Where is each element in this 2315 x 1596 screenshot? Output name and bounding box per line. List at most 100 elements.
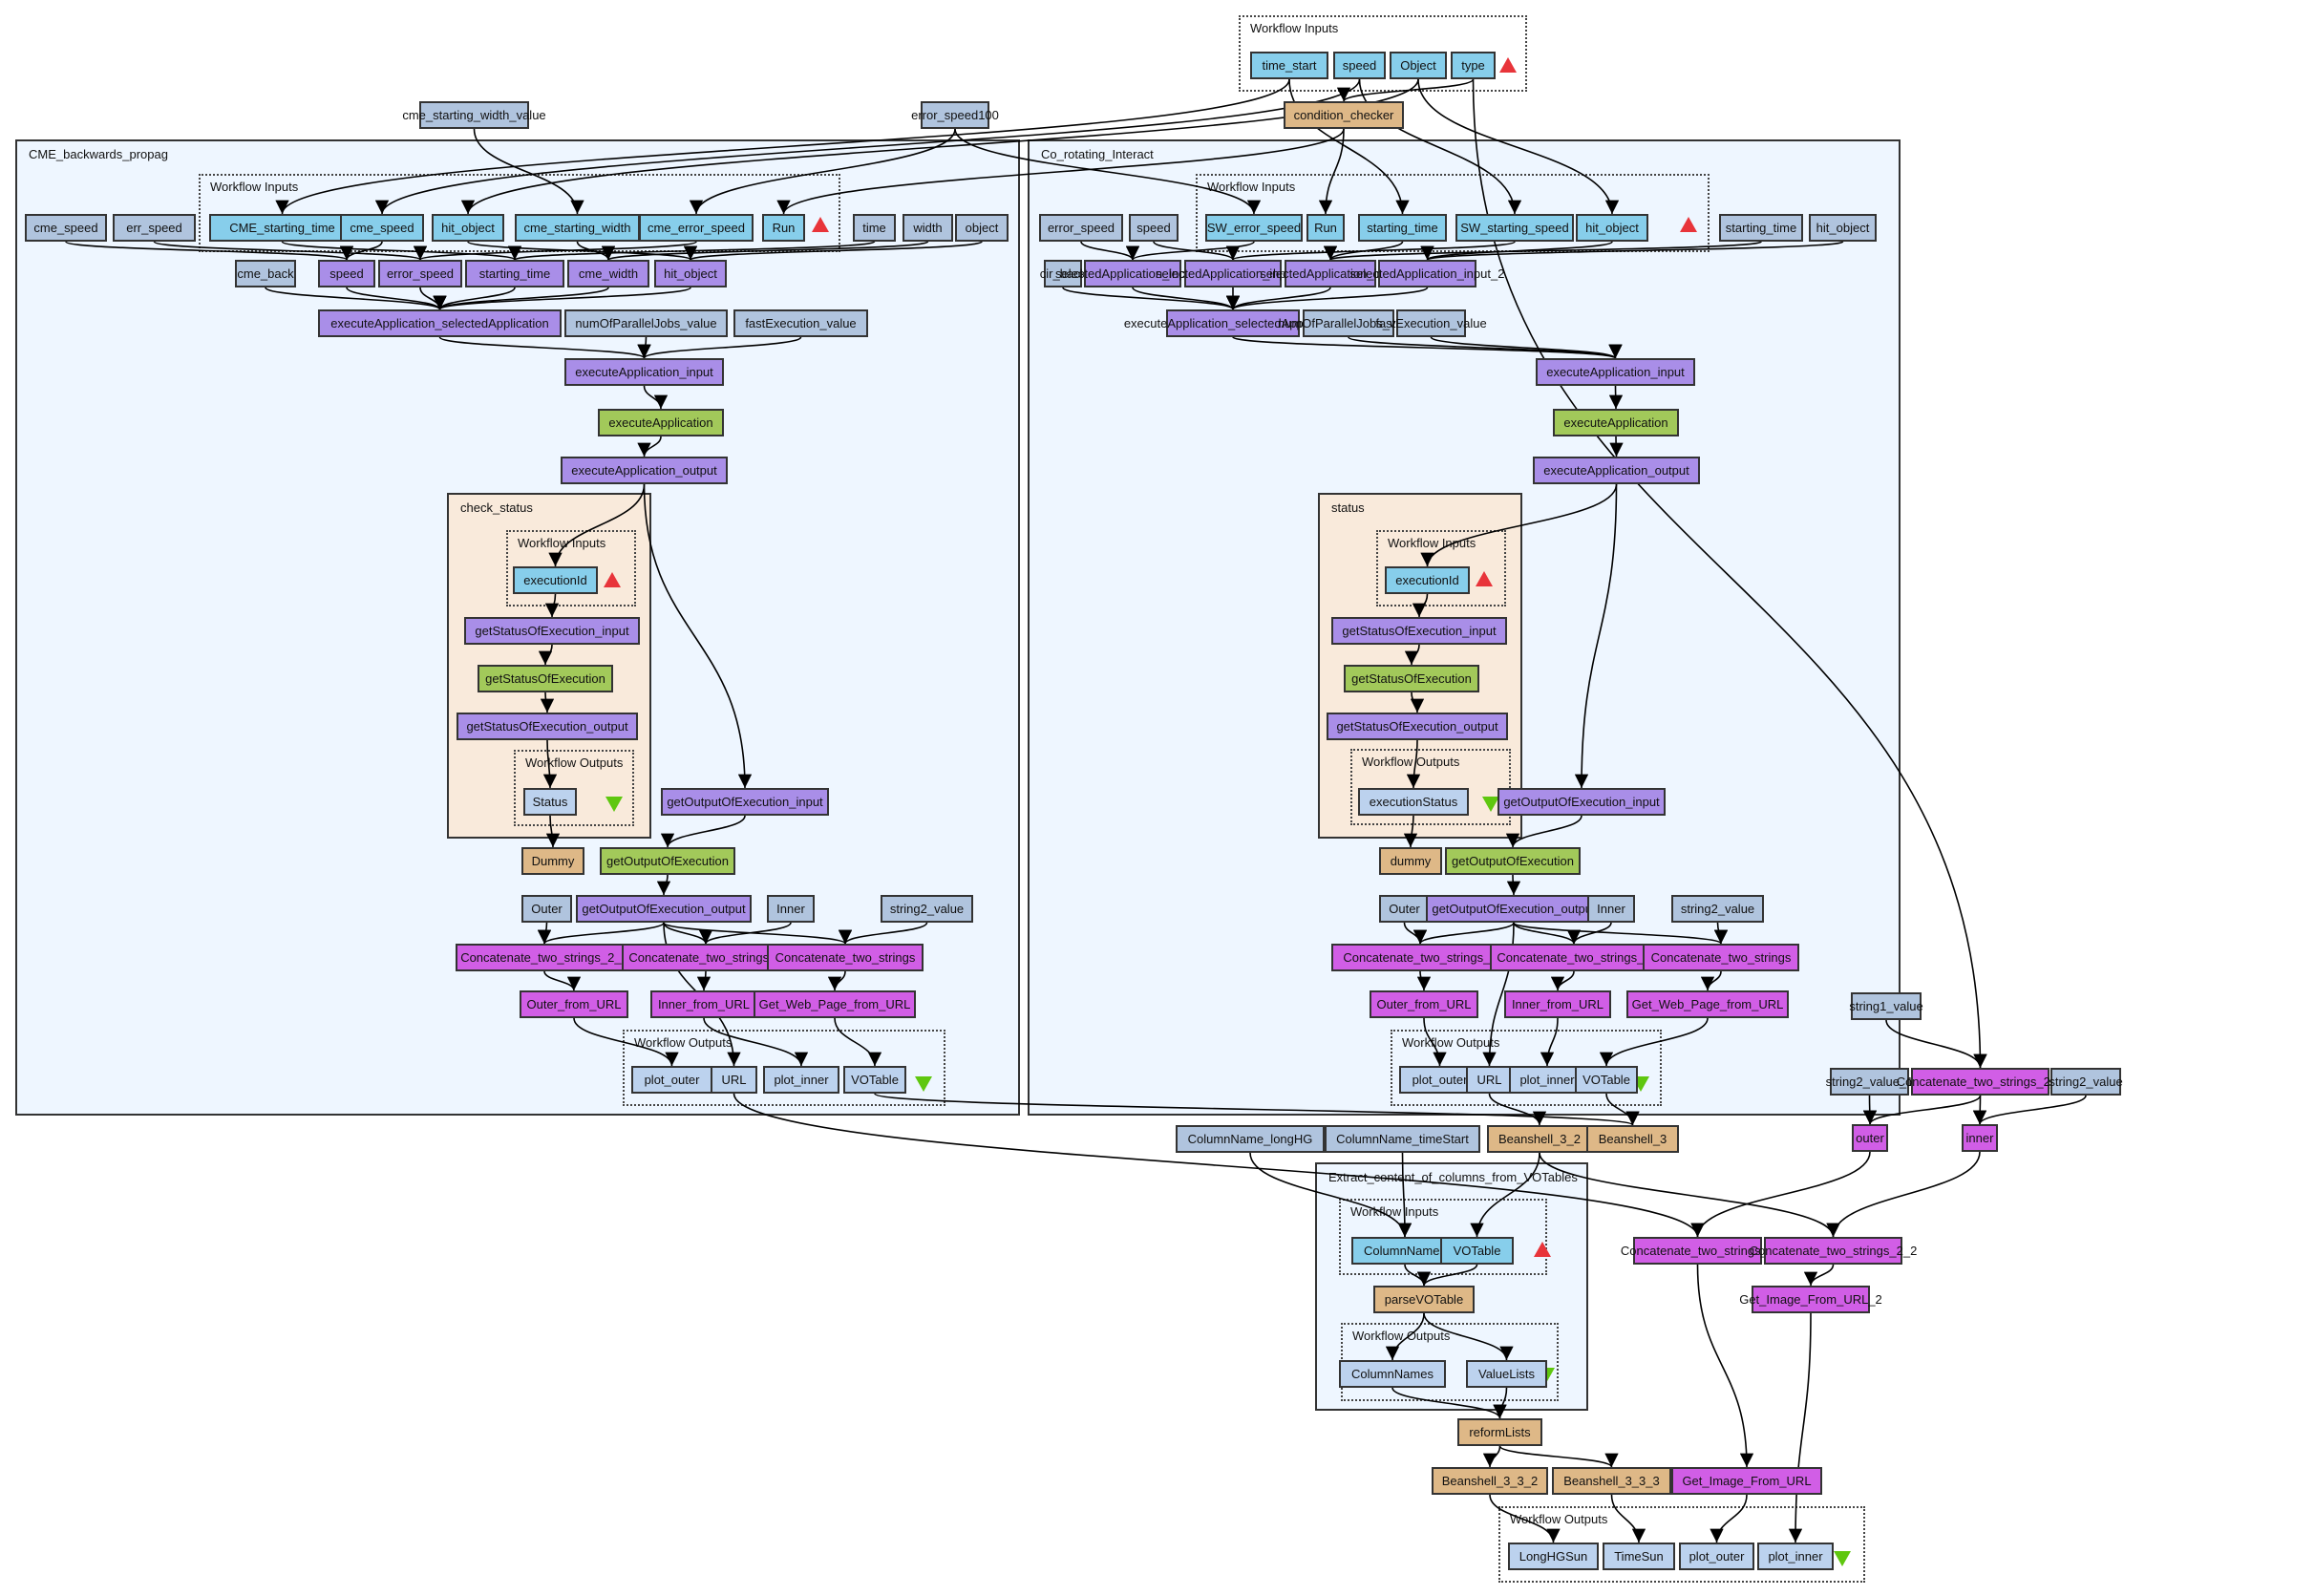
node-st-status-output[interactable]: getStatusOfExecution_output	[1327, 713, 1508, 740]
node-cs-status-input[interactable]: getStatusOfExecution_input	[464, 617, 640, 645]
node-cme-out-plot-outer[interactable]: plot_outer	[631, 1066, 712, 1094]
node-string2-value-1[interactable]: string2_value_1	[1826, 1068, 1913, 1096]
node-cme-exec-output[interactable]: executeApplication_output	[561, 457, 728, 484]
node-cme-time-c[interactable]: time	[853, 214, 896, 242]
node-cme-in-cme-speed[interactable]: cme_speed	[340, 214, 424, 242]
node-cor-exec-output[interactable]: executeApplication_output	[1533, 457, 1700, 484]
node-cme-out-url[interactable]: URL	[711, 1066, 757, 1094]
node-object[interactable]: Object	[1390, 52, 1447, 79]
node-cor-in-sw-error-speed[interactable]: SW_error_speed	[1205, 214, 1303, 242]
node-st-status-input[interactable]: getStatusOfExecution_input	[1331, 617, 1507, 645]
node-cor-inner[interactable]: Inner	[1587, 895, 1635, 923]
node-cor-concat[interactable]: Concatenate_two_strings	[1643, 944, 1799, 971]
node-cme-speed-x[interactable]: speed	[318, 260, 375, 287]
node-cme-webpage[interactable]: Get_Web_Page_from_URL	[754, 990, 916, 1018]
node-cor-sel-2[interactable]: selectedApplication_input_2	[1350, 260, 1504, 287]
node-beanshell-3-3-2[interactable]: Beanshell_3_3_2	[1432, 1467, 1548, 1495]
node-inner[interactable]: inner	[1962, 1124, 1998, 1152]
node-cor-exec-sel[interactable]: executeApplication_selectedApplication	[1124, 309, 1342, 337]
node-speed[interactable]: speed	[1333, 52, 1386, 79]
node-cor-numjobs[interactable]: numOfParallelJobs_value	[1278, 309, 1419, 337]
node-beanshell-3-2[interactable]: Beanshell_3_2	[1487, 1125, 1592, 1153]
node-cme-width-c[interactable]: width	[903, 214, 953, 242]
node-cme-concat-2-2[interactable]: Concatenate_two_strings_2_2	[456, 944, 633, 971]
node-cor-hit-object-c[interactable]: hit_object	[1809, 214, 1877, 242]
node-cor-getout-input[interactable]: getOutputOfExecution_input	[1497, 788, 1666, 816]
node-cor-outer[interactable]: Outer	[1379, 895, 1430, 923]
node-cme-concat[interactable]: Concatenate_two_strings	[767, 944, 924, 971]
node-get-image-from-url[interactable]: Get_Image_From_URL	[1671, 1467, 1822, 1495]
node-cme-numjobs[interactable]: numOfParallelJobs_value	[564, 309, 728, 337]
node-cme-hit-object-x[interactable]: hit_object	[654, 260, 727, 287]
node-cor-webpage[interactable]: Get_Web_Page_from_URL	[1626, 990, 1789, 1018]
node-cor-cir-back[interactable]: cir_back	[1040, 260, 1086, 287]
node-cor-fastexec[interactable]: fastExecution_value	[1375, 309, 1487, 337]
node-concatenate-two-strings-2-2-b[interactable]: Concatenate_two_strings_2_2	[1750, 1237, 1917, 1265]
node-concatenate-two-strings-2-b[interactable]: Concatenate_two_strings_2	[1621, 1237, 1774, 1265]
node-cor-sel[interactable]: selectedApplication_input	[1260, 260, 1401, 287]
node-cor-exec-input[interactable]: executeApplication_input	[1536, 358, 1695, 386]
node-cme-error-speed-x[interactable]: error_speed	[378, 260, 462, 287]
node-cme-exec-input[interactable]: executeApplication_input	[564, 358, 724, 386]
node-cor-string2-value[interactable]: string2_value	[1671, 895, 1764, 923]
node-cs-status[interactable]: Status	[523, 788, 577, 816]
node-cor-sel-3[interactable]: selectedApplication_input_3	[1156, 260, 1310, 287]
node-beanshell-3-3-3[interactable]: Beanshell_3_3_3	[1552, 1467, 1671, 1495]
node-cme-out-votable[interactable]: VOTable	[843, 1066, 906, 1094]
node-cme-in-cme-error-speed[interactable]: cme_error_speed	[639, 214, 754, 242]
node-cor-in-sw-starting-speed[interactable]: SW_starting_speed	[1455, 214, 1574, 242]
node-cme-in-cme-starting-time[interactable]: CME_starting_time	[209, 214, 355, 242]
node-cme-fastexec[interactable]: fastExecution_value	[733, 309, 868, 337]
node-cme-starting-width-value[interactable]: cme_starting_width_value	[402, 101, 546, 129]
node-st-executionstatus[interactable]: executionStatus	[1358, 788, 1469, 816]
node-cor-outer-url[interactable]: Outer_from_URL	[1370, 990, 1478, 1018]
node-cor-in-hit-object[interactable]: hit_object	[1576, 214, 1648, 242]
node-ex-out-valuelists[interactable]: ValueLists	[1466, 1360, 1547, 1388]
node-beanshell-3[interactable]: Beanshell_3	[1586, 1125, 1679, 1153]
node-cor-inner-url[interactable]: Inner_from_URL	[1504, 990, 1611, 1018]
node-cme-getout[interactable]: getOutputOfExecution	[600, 847, 735, 875]
node-st-executionid[interactable]: executionId	[1385, 566, 1470, 594]
node-cs-executionid[interactable]: executionId	[513, 566, 598, 594]
node-cme-in-run[interactable]: Run	[762, 214, 805, 242]
node-condition-checker[interactable]: condition_checker	[1284, 101, 1404, 129]
node-cme-object-c[interactable]: object	[955, 214, 1009, 242]
node-cme-getout-input[interactable]: getOutputOfExecution_input	[661, 788, 829, 816]
node-cme-cme-speed-c[interactable]: cme_speed	[25, 214, 107, 242]
node-cme-concat-2[interactable]: Concatenate_two_strings_2	[622, 944, 790, 971]
node-error-speed100[interactable]: error_speed100	[911, 101, 999, 129]
node-cor-error-speed-c[interactable]: error_speed	[1039, 214, 1123, 242]
node-concatenate-two-strings-2-3[interactable]: Concatenate_two_strings_2_3	[1897, 1068, 2064, 1096]
node-out-timesun[interactable]: TimeSun	[1603, 1543, 1675, 1570]
node-cme-outer[interactable]: Outer	[521, 895, 572, 923]
node-cor-dummy[interactable]: dummy	[1379, 847, 1442, 875]
node-cor-out-url[interactable]: URL	[1466, 1066, 1513, 1094]
node-cor-starting-time-c[interactable]: starting_time	[1719, 214, 1803, 242]
node-reformlists[interactable]: reformLists	[1457, 1418, 1542, 1446]
node-cme-starting-time-x[interactable]: starting_time	[465, 260, 564, 287]
node-ex-in-votable[interactable]: VOTable	[1440, 1237, 1514, 1265]
node-string2-value-top[interactable]: string2_value	[2049, 1068, 2123, 1096]
node-st-status[interactable]: getStatusOfExecution	[1344, 665, 1479, 692]
node-cme-width-x[interactable]: cme_width	[567, 260, 649, 287]
node-cme-err-speed-c[interactable]: err_speed	[113, 214, 196, 242]
node-out-longhgsun[interactable]: LongHGSun	[1508, 1543, 1599, 1570]
node-cs-status[interactable]: getStatusOfExecution	[478, 665, 613, 692]
node-cor-in-starting-time[interactable]: starting_time	[1358, 214, 1447, 242]
node-cs-status-output[interactable]: getStatusOfExecution_output	[457, 713, 638, 740]
node-cme-getout-output[interactable]: getOutputOfExecution_output	[576, 895, 752, 923]
node-out-plot-outer[interactable]: plot_outer	[1679, 1543, 1754, 1570]
node-cme-back[interactable]: cme_back	[235, 260, 296, 287]
node-columnname-timestart[interactable]: ColumnName_timeStart	[1325, 1125, 1480, 1153]
node-cor-concat-2[interactable]: Concatenate_two_strings_2	[1490, 944, 1658, 971]
node-columnname-longhg[interactable]: ColumnName_longHG	[1176, 1125, 1325, 1153]
node-type[interactable]: type	[1451, 52, 1496, 79]
node-cme-string2-value[interactable]: string2_value	[881, 895, 973, 923]
node-cme-out-plot-inner[interactable]: plot_inner	[763, 1066, 839, 1094]
node-cor-in-run[interactable]: Run	[1306, 214, 1345, 242]
node-cme-inner[interactable]: Inner	[767, 895, 815, 923]
node-ex-out-columnnames[interactable]: ColumnNames	[1339, 1360, 1446, 1388]
node-cme-in-cme-starting-width[interactable]: cme_starting_width	[515, 214, 640, 242]
node-out-plot-inner[interactable]: plot_inner	[1757, 1543, 1834, 1570]
node-outer[interactable]: outer	[1852, 1124, 1888, 1152]
